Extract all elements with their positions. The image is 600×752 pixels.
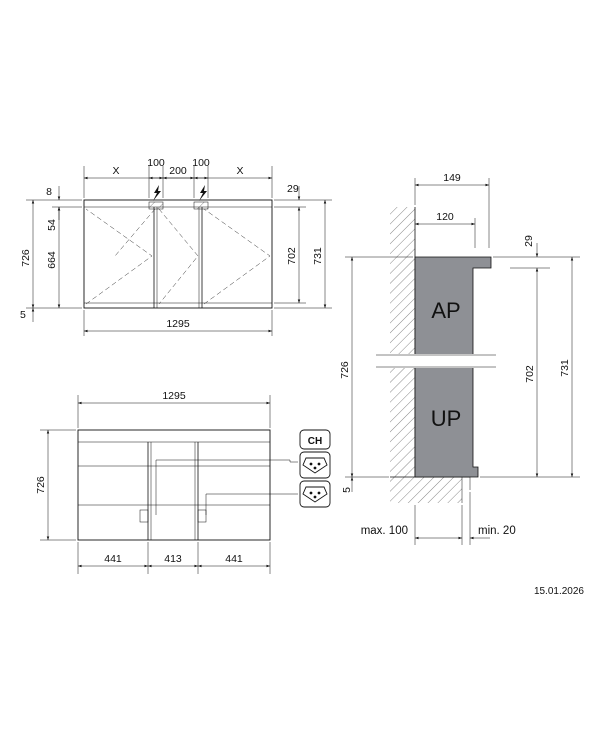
- lower-cabinet: [77, 429, 271, 541]
- front-top-label-100a: 100: [147, 157, 165, 169]
- floor: [390, 477, 462, 503]
- side-offset-top-label: 29: [523, 235, 535, 247]
- front-top-label-200: 200: [169, 165, 187, 177]
- front-top-label-100b: 100: [192, 157, 210, 169]
- lower-segment-2: 413: [164, 553, 182, 565]
- front-left-label-54: 54: [46, 219, 58, 231]
- socket-country-label: CH: [308, 436, 322, 447]
- lower-width-label: 1295: [162, 390, 186, 402]
- side-max-label: max. 100: [361, 525, 408, 537]
- electric-icon: [153, 185, 161, 201]
- front-left-label-726: 726: [20, 249, 32, 267]
- side-top-outer-label: 149: [443, 172, 461, 184]
- socket-panel: CH: [299, 429, 331, 508]
- front-cabinet: [83, 199, 273, 309]
- lower-view: CH 1295 726: [35, 390, 331, 574]
- up-label: UP: [431, 406, 462, 431]
- electric-icon: [199, 185, 207, 201]
- front-right-label-29: 29: [287, 183, 299, 195]
- side-height-left-label: 726: [339, 361, 351, 379]
- socket-icon: [302, 486, 328, 503]
- side-offset-bottom-label: 5: [341, 487, 353, 493]
- side-height-inner-label: 702: [524, 365, 536, 383]
- front-top-label-x1: X: [112, 165, 119, 177]
- side-view: AP UP 149 120 726 5 29 702 731 max.: [339, 172, 580, 545]
- socket-icon: [302, 457, 328, 474]
- lower-height-label: 726: [35, 476, 47, 494]
- side-height-outer-label: 731: [559, 359, 571, 377]
- front-view: X 100 200 100 X 8 54 664 726 5 29 702 73…: [20, 157, 332, 336]
- wall: [390, 207, 415, 477]
- side-min-label: min. 20: [478, 525, 516, 537]
- side-top-inner-label: 120: [436, 211, 454, 223]
- front-left-label-5: 5: [20, 309, 26, 321]
- front-width-label: 1295: [166, 318, 190, 330]
- front-top-label-x2: X: [236, 165, 243, 177]
- front-right-label-702: 702: [286, 247, 298, 265]
- drawing-date: 15.01.2026: [533, 586, 584, 597]
- front-left-label-8: 8: [46, 186, 52, 198]
- ap-label: AP: [431, 298, 460, 323]
- front-right-label-731: 731: [312, 247, 324, 265]
- front-left-label-664: 664: [46, 251, 58, 269]
- lower-segment-3: 441: [225, 553, 243, 565]
- lower-segment-1: 441: [104, 553, 122, 565]
